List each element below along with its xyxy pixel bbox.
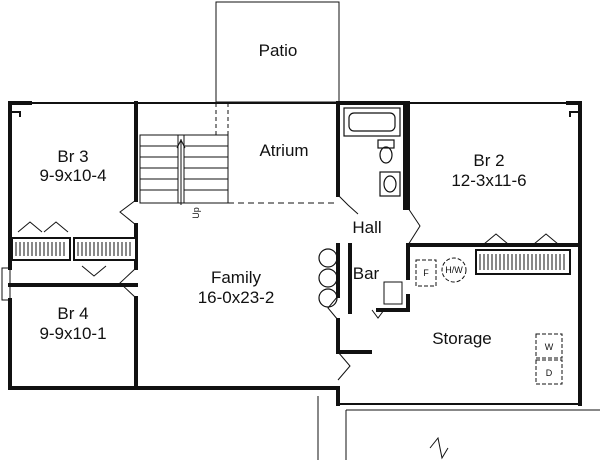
room-label-br3: Br 3 <box>57 147 88 166</box>
room-dims-br4: 9-9x10-1 <box>39 324 106 343</box>
garage-outline <box>317 396 600 460</box>
room-label-bar: Bar <box>353 264 380 283</box>
water-heater <box>441 257 467 283</box>
closet-br3 <box>11 221 71 261</box>
stair-up-label: Up <box>191 207 201 219</box>
dryer-label: D <box>546 368 553 378</box>
washer <box>535 333 563 359</box>
room-label-br4: Br 4 <box>57 304 88 323</box>
washer-label: W <box>545 342 554 352</box>
toilet <box>377 139 395 164</box>
staircase <box>139 103 338 205</box>
bar-sink <box>383 281 403 305</box>
exterior-walls <box>1 101 582 406</box>
bathtub <box>343 107 401 137</box>
furnace-label: F <box>423 268 429 278</box>
room-dims-br2: 12-3x11-6 <box>451 171 526 190</box>
water-heater-label: H/W <box>445 265 463 275</box>
sink <box>379 171 401 197</box>
furnace <box>415 259 437 287</box>
room-label-br2: Br 2 <box>473 151 504 170</box>
room-label-family: Family <box>211 268 262 287</box>
room-label-storage: Storage <box>432 329 492 348</box>
closet-br2 <box>475 233 571 275</box>
closet-br4 <box>73 237 137 277</box>
door-swings <box>119 194 421 381</box>
room-label-atrium: Atrium <box>259 141 308 160</box>
room-label-patio: Patio <box>259 41 298 60</box>
interior-walls <box>8 101 582 390</box>
dryer <box>535 359 563 385</box>
bar-stools <box>318 248 338 308</box>
room-label-hall: Hall <box>352 218 381 237</box>
room-dims-br3: 9-9x10-4 <box>39 166 106 185</box>
room-dims-family: 16-0x23-2 <box>198 288 275 307</box>
